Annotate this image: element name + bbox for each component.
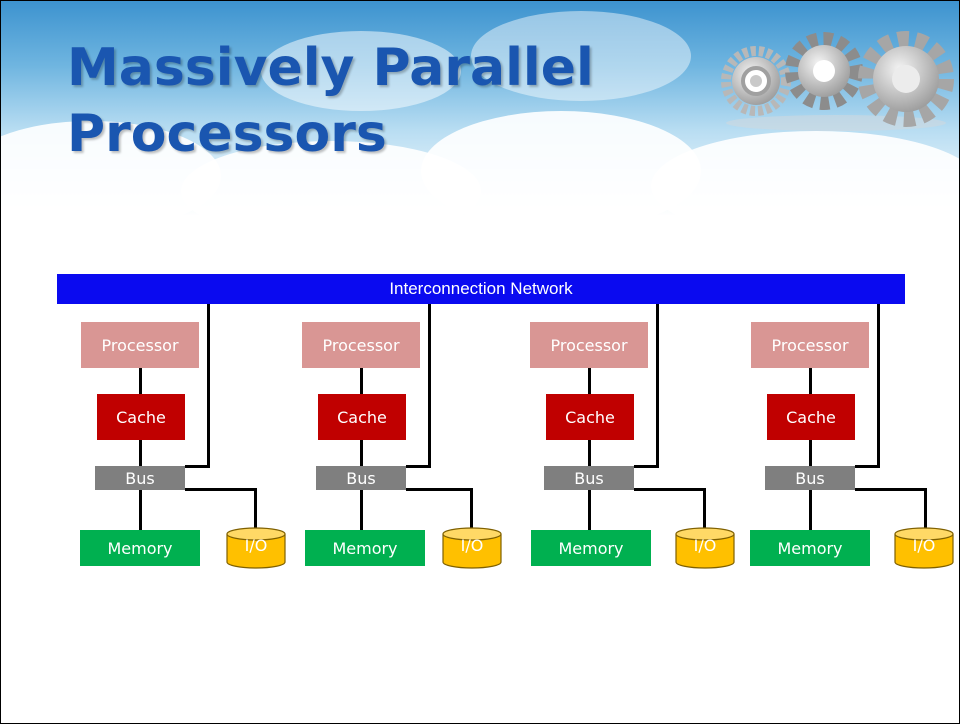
bus-memory-link bbox=[139, 490, 142, 530]
cache-bus-link bbox=[809, 440, 812, 466]
network-link bbox=[877, 304, 880, 467]
network-link bbox=[207, 304, 210, 467]
bus-io-link bbox=[855, 488, 926, 491]
bus-box: Bus bbox=[544, 466, 634, 490]
network-link bbox=[428, 304, 431, 467]
bus-box: Bus bbox=[316, 466, 406, 490]
interconnection-network: Interconnection Network bbox=[57, 274, 905, 304]
network-link bbox=[185, 465, 210, 468]
io-cylinder-icon bbox=[894, 527, 954, 569]
io-device: I/O bbox=[674, 526, 736, 570]
processor-cache-link bbox=[588, 368, 591, 394]
io-label: I/O bbox=[460, 536, 484, 555]
io-label: I/O bbox=[912, 536, 936, 555]
cache-box: Cache bbox=[318, 394, 406, 440]
bus-box: Bus bbox=[765, 466, 855, 490]
cache-bus-link bbox=[360, 440, 363, 466]
network-link bbox=[855, 465, 880, 468]
io-label: I/O bbox=[244, 536, 268, 555]
io-device: I/O bbox=[225, 526, 287, 570]
memory-box: Memory bbox=[531, 530, 651, 566]
bus-io-link bbox=[185, 488, 256, 491]
processor-box: Processor bbox=[751, 322, 869, 368]
bus-io-link bbox=[703, 488, 706, 530]
memory-box: Memory bbox=[80, 530, 200, 566]
processor-cache-link bbox=[360, 368, 363, 394]
cache-box: Cache bbox=[97, 394, 185, 440]
bus-io-link bbox=[924, 488, 927, 530]
memory-box: Memory bbox=[305, 530, 425, 566]
io-label: I/O bbox=[693, 536, 717, 555]
processor-box: Processor bbox=[81, 322, 199, 368]
bus-box: Bus bbox=[95, 466, 185, 490]
cache-box: Cache bbox=[546, 394, 634, 440]
bus-memory-link bbox=[360, 490, 363, 530]
network-link bbox=[656, 304, 659, 467]
processor-cache-link bbox=[809, 368, 812, 394]
cache-bus-link bbox=[588, 440, 591, 466]
gears-icon bbox=[721, 31, 954, 131]
io-cylinder-icon bbox=[442, 527, 502, 569]
bus-io-link bbox=[254, 488, 257, 530]
io-device: I/O bbox=[441, 526, 503, 570]
bus-io-link bbox=[406, 488, 472, 491]
processor-box: Processor bbox=[530, 322, 648, 368]
bus-memory-link bbox=[588, 490, 591, 530]
processor-box: Processor bbox=[302, 322, 420, 368]
io-cylinder-icon bbox=[226, 527, 286, 569]
bus-memory-link bbox=[809, 490, 812, 530]
memory-box: Memory bbox=[750, 530, 870, 566]
cache-bus-link bbox=[139, 440, 142, 466]
io-cylinder-icon bbox=[675, 527, 735, 569]
slide-title: Massively Parallel Processors bbox=[67, 38, 594, 164]
network-link bbox=[406, 465, 431, 468]
io-device: I/O bbox=[893, 526, 955, 570]
network-link bbox=[634, 465, 659, 468]
cache-box: Cache bbox=[767, 394, 855, 440]
bus-io-link bbox=[470, 488, 473, 530]
sky-background bbox=[1, 1, 959, 241]
processor-cache-link bbox=[139, 368, 142, 394]
bus-io-link bbox=[634, 488, 705, 491]
